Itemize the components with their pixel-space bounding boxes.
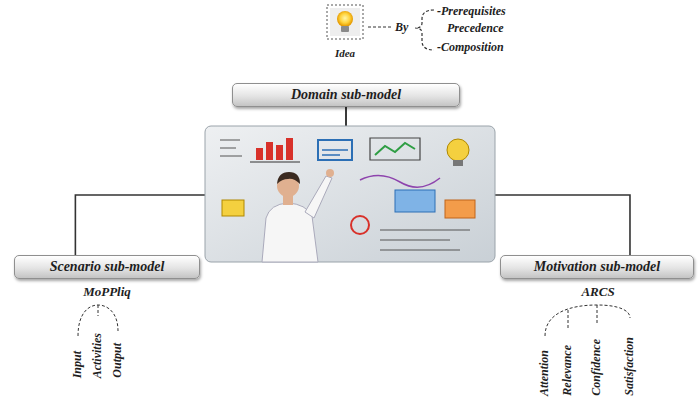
branch-label: Confidence <box>590 339 603 396</box>
annotation-label: By <box>395 21 408 34</box>
branch-label: Activities <box>91 333 104 378</box>
curly-brace <box>415 10 434 50</box>
node-text: Idea <box>318 47 372 59</box>
submodel-box: Scenario sub-model <box>14 255 200 279</box>
branch-label: Relevance <box>561 345 574 396</box>
bulb-base <box>341 26 349 32</box>
annotation-label: Precedence <box>447 22 504 35</box>
bulb-icon <box>337 11 353 27</box>
annotation-label: MoPPliq <box>83 285 131 299</box>
branch-label: Output <box>111 343 124 378</box>
annotation-label: -Prerequisites <box>437 5 506 18</box>
annotation-label: -Composition <box>437 41 504 54</box>
branch-lines <box>545 305 630 336</box>
node-text: Domain sub-model <box>291 87 401 103</box>
leader-line <box>368 27 392 28</box>
branch-label: Input <box>71 351 84 378</box>
photo <box>205 126 495 262</box>
branch-label: Attention <box>538 350 551 396</box>
annotation-label: ARCS <box>581 285 614 299</box>
branch-lines <box>78 305 118 336</box>
node-text: Motivation sub-model <box>534 259 660 275</box>
board-doodles <box>220 138 475 250</box>
idea-node: Idea <box>318 3 372 59</box>
icon-ground <box>330 8 360 36</box>
icon-frame <box>327 5 363 39</box>
submodel-box: Domain sub-model <box>232 83 460 107</box>
node-text: Scenario sub-model <box>50 259 165 275</box>
presenter-figure <box>262 169 334 262</box>
branch-label: Satisfaction <box>623 337 636 396</box>
submodel-box: Motivation sub-model <box>500 255 694 279</box>
